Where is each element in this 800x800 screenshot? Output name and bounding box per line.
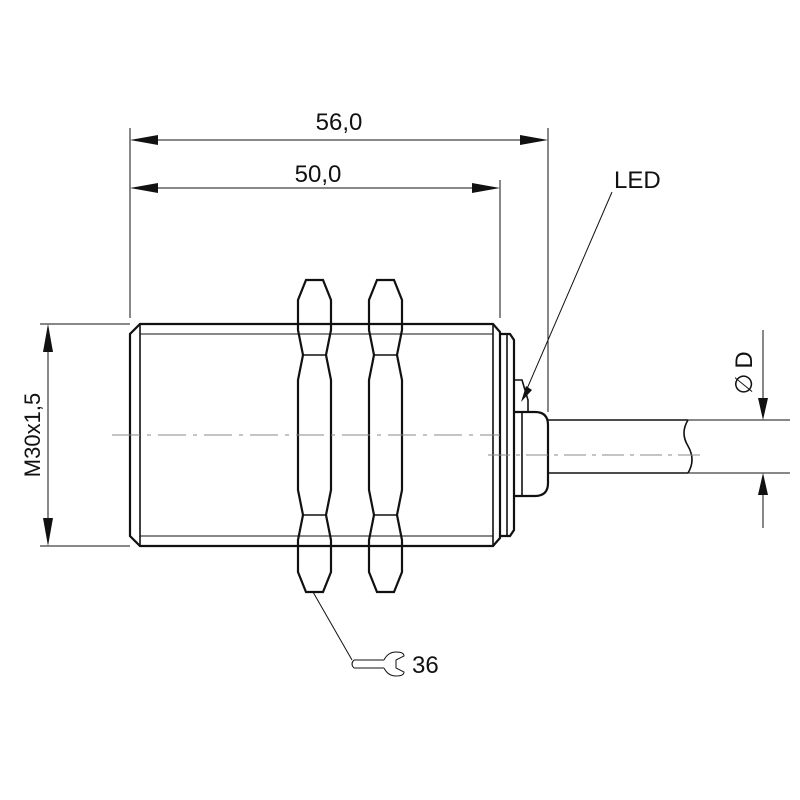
thread-value: M30x1,5 [20,393,45,477]
dimension-body-length: 50,0 [130,161,500,193]
wrench-size-value: 36 [412,652,439,679]
overall-length-value: 56,0 [316,109,363,136]
nut-left [296,278,333,594]
dimension-overall-length: 56,0 [130,109,548,145]
diameter-symbol-icon: ∅ [731,374,758,395]
dimension-cable-diameter: ∅ D [731,330,768,528]
cable-diameter-value: D [731,351,758,368]
diameter-label: ∅ D [731,351,758,394]
wrench-callout: 36 [312,591,439,679]
cable-gland [514,410,550,498]
led-label: LED [614,167,661,194]
centerlines [112,434,706,456]
dimension-thread: M30x1,5 [20,324,53,546]
led-callout: LED [521,167,661,402]
wrench-icon [351,651,405,677]
cable [548,419,693,474]
nut-right [367,278,404,594]
body-length-value: 50,0 [295,161,342,188]
